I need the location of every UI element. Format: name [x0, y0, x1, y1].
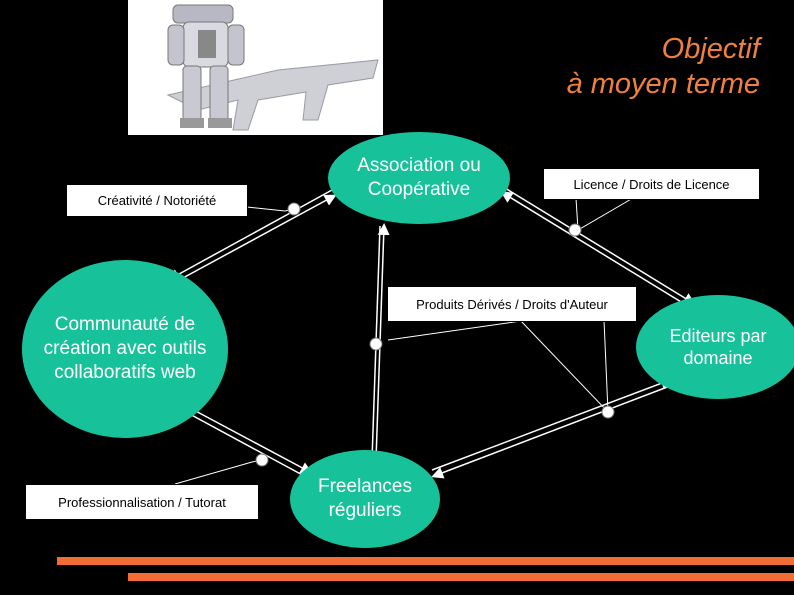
title-line-1: Objectif: [661, 33, 760, 65]
node-communaute-label: Communauté de création avec outils colla…: [43, 314, 207, 383]
robot-illustration: [128, 0, 383, 135]
connector-dot: [601, 405, 615, 419]
decorative-bar-bottom: [128, 573, 794, 581]
connector-dot: [568, 223, 582, 237]
label-professionnalisation: Professionnalisation / Tutorat: [25, 484, 259, 520]
decorative-bar-top: [57, 557, 794, 565]
connector-dot: [369, 337, 383, 351]
node-freelances: Freelances réguliers: [290, 450, 440, 548]
label-produits: Produits Dérivés / Droits d'Auteur: [387, 286, 637, 322]
node-editeurs: Editeurs par domaine: [636, 295, 794, 399]
label-licence: Licence / Droits de Licence: [543, 168, 760, 200]
label-creativite: Créativité / Notoriété: [66, 184, 248, 217]
connector-dot: [255, 453, 269, 467]
node-editeurs-label: Editeurs par domaine: [669, 325, 767, 369]
node-association: Association ou Coopérative: [328, 132, 510, 224]
node-association-label: Association ou Coopérative: [357, 155, 481, 200]
title-line-2: à moyen terme: [566, 67, 760, 100]
node-freelances-label: Freelances réguliers: [318, 476, 412, 521]
connector-dot: [287, 202, 301, 216]
page-title: Objectif à moyen terme: [500, 32, 760, 102]
node-communaute: Communauté de création avec outils colla…: [22, 260, 228, 438]
